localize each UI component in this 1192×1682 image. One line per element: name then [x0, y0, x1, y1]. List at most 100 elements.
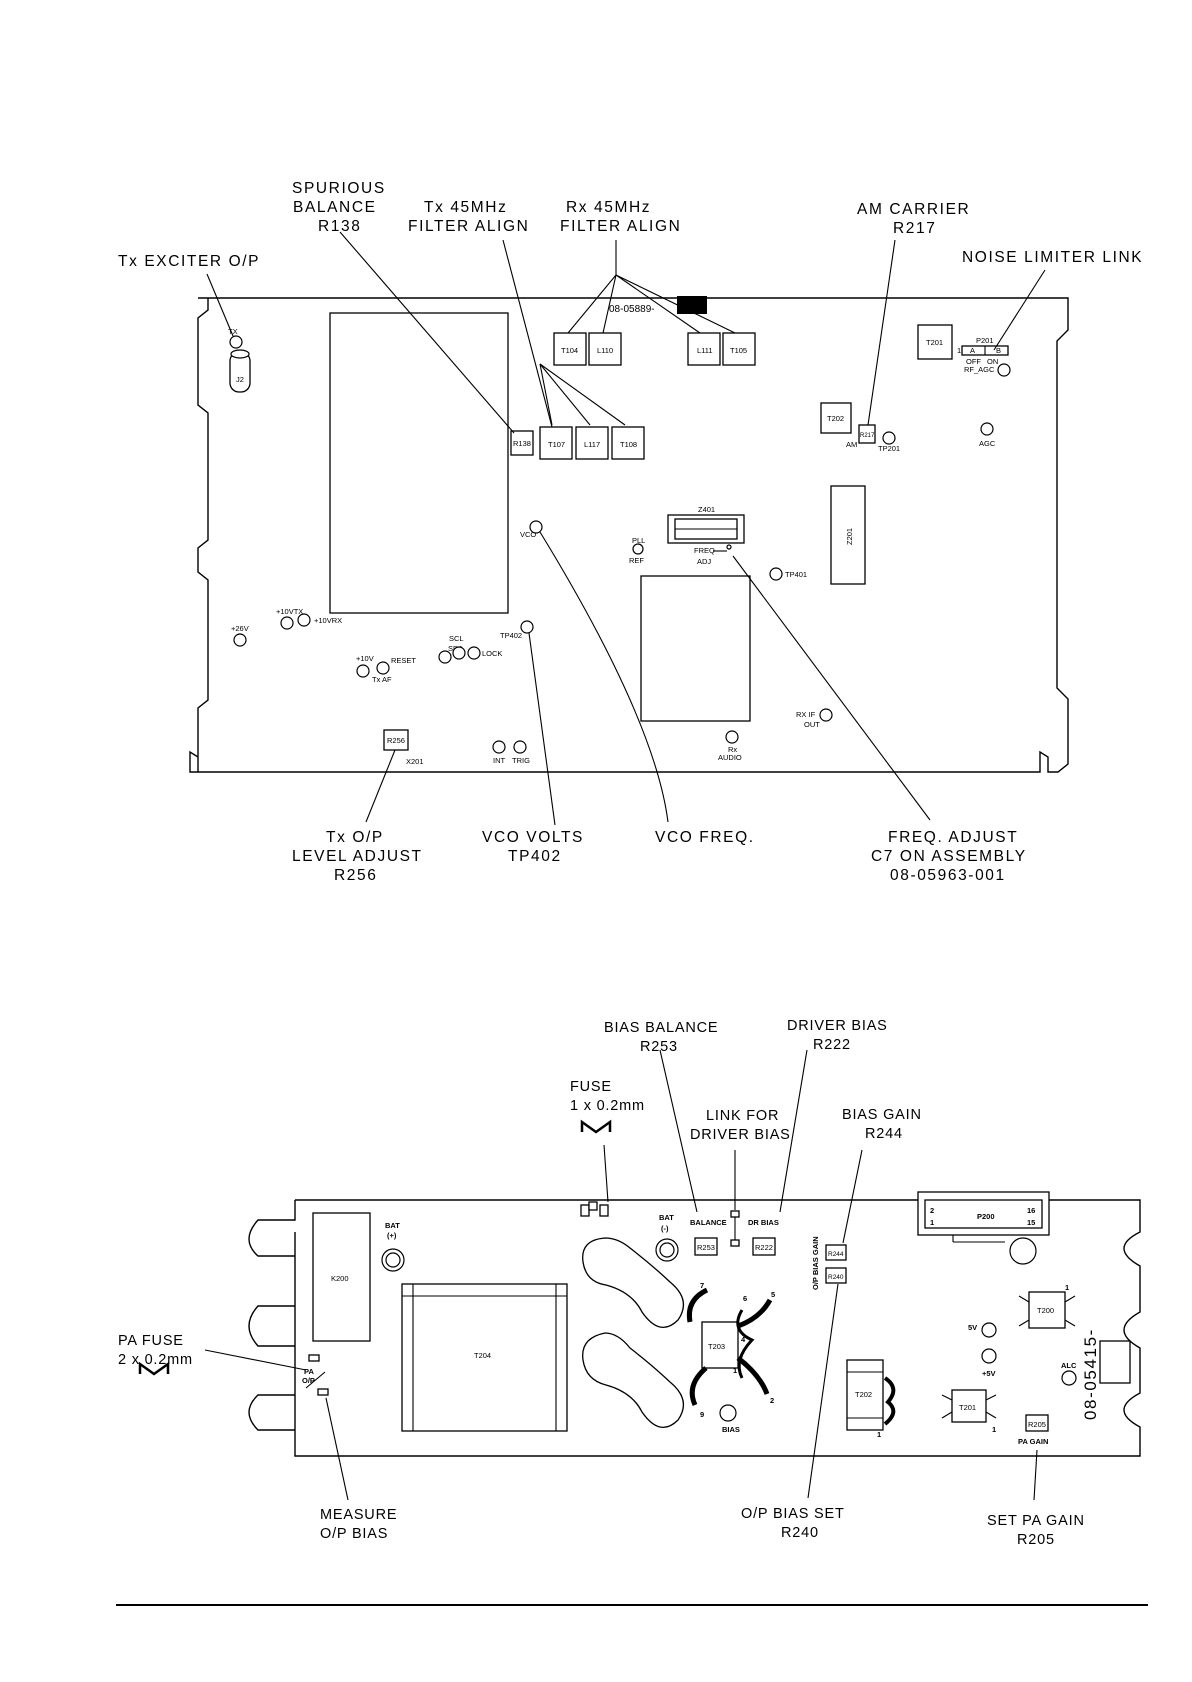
- top-board-outline: [189, 297, 1069, 773]
- callout-set-pa-gain-1: SET PA GAIN: [987, 1513, 1085, 1529]
- callout-freq-adjust-3: 08-05963-001: [890, 867, 1006, 884]
- p201-pin1: 1: [957, 346, 961, 355]
- callout-pa-fuse-1: PA FUSE: [118, 1333, 184, 1349]
- callout-bias-gain-1: BIAS GAIN: [842, 1107, 922, 1123]
- scl-label: SCL: [449, 634, 464, 643]
- dr-bias-label: DR BIAS: [748, 1218, 779, 1227]
- callout-op-bias-set-2: R240: [781, 1525, 819, 1541]
- lock-label: LOCK: [482, 649, 502, 658]
- bottom-board-outline: [248, 1199, 1141, 1457]
- int-point: [492, 740, 506, 754]
- bias-label: BIAS: [722, 1425, 740, 1434]
- top-callouts: SPURIOUS BALANCE R138 Tx 45MHz FILTER AL…: [118, 180, 1142, 884]
- p200-pin1: 1: [930, 1218, 934, 1227]
- bottom-callouts: BIAS BALANCE R253 DRIVER BIAS R222 FUSE …: [118, 1018, 1085, 1548]
- j2-top: [230, 349, 250, 359]
- callout-vco-freq: VCO FREQ.: [655, 829, 755, 846]
- callout-set-pa-gain-2: R205: [1017, 1532, 1055, 1548]
- v5-point: [981, 1348, 997, 1364]
- v26-label: +26V: [231, 624, 249, 633]
- t203-pin4: 4: [741, 1335, 746, 1344]
- t203-pin9: 9: [700, 1410, 704, 1419]
- agc-label: AGC: [979, 439, 996, 448]
- trig-point: [513, 740, 527, 754]
- callout-rx45-2: FILTER ALIGN: [560, 218, 681, 235]
- pa-label: PA: [304, 1367, 314, 1376]
- callout-fuse-2: 1 x 0.2mm: [570, 1098, 645, 1114]
- op-bias-gain-label: O/P BIAS GAIN: [811, 1236, 820, 1290]
- callout-vco-volts-2: TP402: [508, 848, 562, 865]
- t204-part: [401, 1283, 568, 1432]
- tp402-label: TP402: [500, 631, 522, 640]
- lock-point: [467, 646, 481, 660]
- z201-block: [830, 485, 866, 585]
- t202-part: [820, 402, 852, 434]
- label-box: [1099, 1340, 1131, 1384]
- callout-bias-balance-2: R253: [640, 1039, 678, 1055]
- t203-body: [701, 1321, 739, 1369]
- pa-fuse-symbol-icon: [138, 1361, 170, 1376]
- vco-point: [529, 520, 543, 534]
- bat-pos-label: BAT: [385, 1221, 400, 1230]
- callout-txop-1: Tx O/P: [326, 829, 384, 846]
- top-shield-right: [640, 575, 751, 722]
- tp402-point: [520, 620, 534, 634]
- p200-pin2: 2: [930, 1206, 934, 1215]
- t201-part: [951, 1389, 987, 1423]
- callout-link-2: DRIVER BIAS: [690, 1127, 791, 1143]
- agc-point: [980, 422, 994, 436]
- pa-fuse-bottom: [317, 1388, 329, 1396]
- freq-adj-point: [726, 544, 732, 550]
- callout-op-bias-set-1: O/P BIAS SET: [741, 1506, 845, 1522]
- t108-label: T108: [620, 440, 637, 449]
- t203-transformer: T203 7 6 5 4 1 9 2: [686, 1281, 775, 1419]
- adj-label: ADJ: [697, 557, 711, 566]
- tx-label: TX: [228, 327, 238, 336]
- bat-neg-sign: (-): [661, 1224, 669, 1233]
- bottom-leader-lines: [204, 1049, 1038, 1501]
- t203-winding-9: [689, 1366, 708, 1407]
- rx-label: Rx: [728, 745, 737, 754]
- pa-gain-label: PA GAIN: [1018, 1437, 1048, 1446]
- sv-label: 5V: [968, 1323, 977, 1332]
- p200-mount-hole: [1009, 1237, 1037, 1265]
- rxif-label: RX IF: [796, 710, 816, 719]
- l111-label: L111: [697, 346, 713, 355]
- board-marker: [677, 296, 707, 314]
- t203-winding-7: [686, 1287, 709, 1323]
- callout-bias-balance-1: BIAS BALANCE: [604, 1020, 718, 1036]
- t203-winding-2: [736, 1356, 770, 1395]
- t203-winding-6: [736, 1309, 755, 1379]
- t203-pin6: 6: [743, 1294, 747, 1303]
- r256-label: R256: [387, 736, 405, 745]
- callout-freq-adjust-1: FREQ. ADJUST: [888, 829, 1018, 846]
- t203-pin2: 2: [770, 1396, 774, 1405]
- ref-label: REF: [629, 556, 644, 565]
- t107-part: [539, 426, 573, 460]
- reset-point: [376, 661, 390, 675]
- l117-label: L117: [584, 440, 600, 449]
- l110-label: L110: [597, 346, 613, 355]
- bias-point: [719, 1404, 737, 1422]
- t203-pin7: 7: [700, 1281, 704, 1290]
- t203-winding-5: [737, 1298, 773, 1329]
- r256-part: [383, 729, 409, 751]
- t203-pin1: 1: [733, 1366, 737, 1375]
- callout-spurious-3: R138: [318, 218, 361, 235]
- callout-tx45-1: Tx 45MHz: [424, 199, 507, 216]
- trig-label: TRIG: [512, 756, 530, 765]
- callout-measure-2: O/P BIAS: [320, 1526, 388, 1542]
- t201-label: T201: [926, 338, 943, 347]
- p200-pin16: 16: [1027, 1206, 1035, 1215]
- r205-label: R205: [1028, 1420, 1046, 1429]
- tx-point: [229, 335, 243, 349]
- tp401-label: TP401: [785, 570, 807, 579]
- top-board-number: 08-05889-: [609, 304, 655, 315]
- r222-part: [752, 1237, 776, 1256]
- rxif-point: [819, 708, 833, 722]
- p200-pin15: 15: [1027, 1218, 1035, 1227]
- pll-label: PLL: [632, 536, 645, 545]
- callout-bias-gain-2: R244: [865, 1126, 903, 1142]
- bat-pos-sign: (+): [387, 1231, 397, 1240]
